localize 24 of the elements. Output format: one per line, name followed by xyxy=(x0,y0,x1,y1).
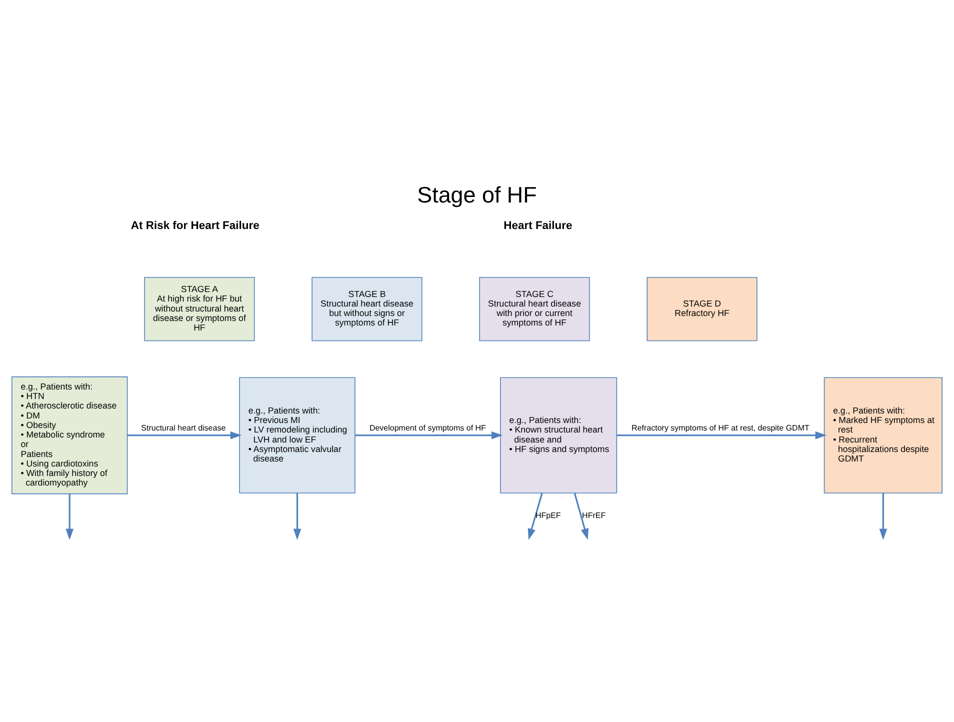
edge-label: HFpEF xyxy=(535,510,561,520)
node-box: STAGE C Structural heart disease with prior or current symptoms of HF xyxy=(479,277,590,342)
arrow xyxy=(293,493,302,540)
arrow xyxy=(355,431,503,440)
edge-label: Structural heart disease xyxy=(141,423,226,432)
node-box: STAGE D Refractory HF xyxy=(646,277,758,342)
arrow xyxy=(616,431,827,440)
edge-label: Refractory symptoms of HF at rest, despite GDMT xyxy=(632,423,810,432)
label: Heart Failure xyxy=(504,220,572,232)
node-box: e.g., Patients with: • Marked HF symptoms at rest • Recurrent hospitalizations despite GDMT xyxy=(824,377,943,494)
node-box: STAGE A At high risk for HF but without structural heart disease or symptoms of HF xyxy=(144,277,255,342)
node-box: e.g., Patients with: • Previous MI • LV remodeling including LVH and low EF • Asymptomatic valvular disease xyxy=(239,377,356,494)
label: At Risk for Heart Failure xyxy=(130,220,260,232)
node-box: STAGE B Structural heart disease but without signs or symptoms of HF xyxy=(312,277,422,342)
arrow xyxy=(66,494,74,540)
arrow xyxy=(574,492,589,540)
edge-label: Development of symptoms of HF xyxy=(369,423,486,432)
arrow xyxy=(879,493,888,540)
arrow xyxy=(127,431,242,440)
edge-label: HFrEF xyxy=(582,510,606,520)
node-box: e.g., Patients with: • Known structural heart disease and • HF signs and symptoms xyxy=(500,377,618,494)
diagram-title: Stage of HF xyxy=(417,182,537,208)
node-box: e.g., Patients with: • HTN • Atherosclerotic disease • DM • Obesity • Metabolic syndrome or Patients • Using cardiotoxins • With family history of cardiomyopathy xyxy=(11,376,128,494)
arrow xyxy=(528,492,543,540)
